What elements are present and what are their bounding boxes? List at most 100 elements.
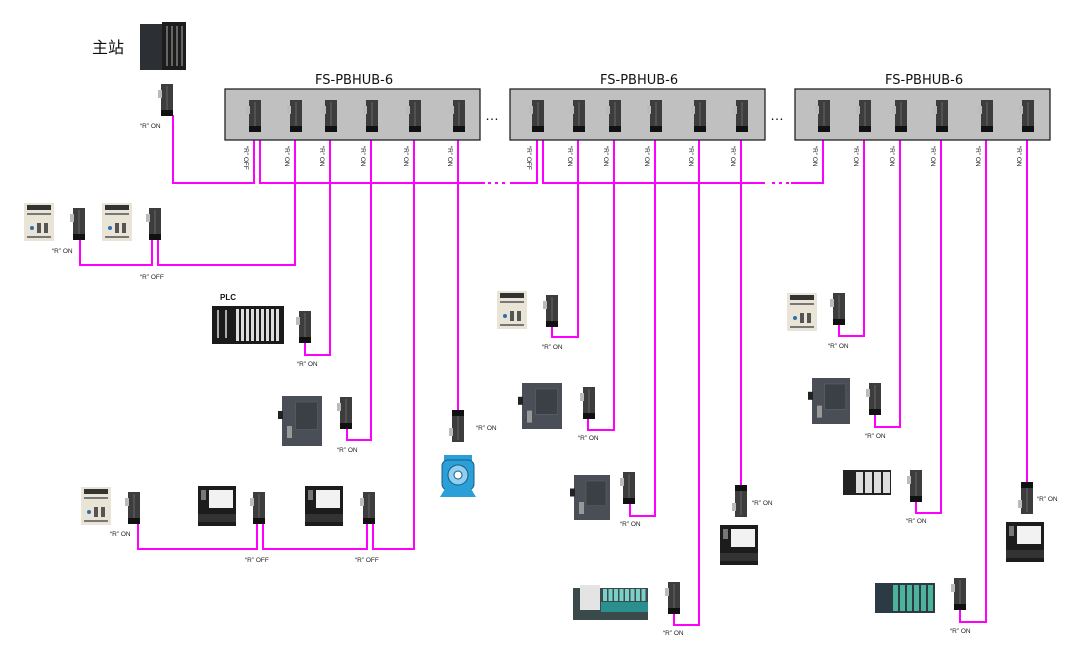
profibus-connector <box>363 100 378 132</box>
connector-pins <box>546 321 558 327</box>
relay-element <box>517 311 521 321</box>
module-screen <box>316 490 340 508</box>
et200-io-module <box>198 486 236 526</box>
motor-shaft <box>453 470 463 480</box>
profibus-connector <box>406 100 421 132</box>
hub-1-port-4-label: “R” ON <box>359 146 366 167</box>
connector-pins <box>818 126 830 132</box>
connector-pins <box>340 423 352 429</box>
rack-module <box>921 585 926 611</box>
rack-module <box>865 472 872 493</box>
profibus-connector <box>933 100 948 132</box>
et200s-station <box>573 585 648 620</box>
terminator-label: “R” ON <box>476 425 497 432</box>
module-connector <box>1009 526 1014 536</box>
station-module <box>603 589 607 601</box>
station-head <box>580 585 600 610</box>
connector-pins <box>583 413 595 419</box>
bus-cable <box>587 132 615 431</box>
hub-3-title: FS-PBHUB-6 <box>885 73 963 88</box>
cpu-port <box>287 426 292 438</box>
connector-screw <box>529 106 533 114</box>
connector-screw <box>647 106 651 114</box>
connector-screw <box>337 403 341 411</box>
bus-cable <box>915 132 942 514</box>
hub-2-port-4-label: “R” ON <box>643 146 650 167</box>
terminator-label: “R” OFF <box>355 557 379 564</box>
relay-terminals <box>105 236 129 238</box>
hub-ellipsis: … <box>770 107 784 123</box>
connector-screw <box>1018 500 1022 508</box>
bus-cable <box>157 132 296 266</box>
profibus-connector <box>570 100 585 132</box>
motor-icon <box>440 455 476 497</box>
connector-screw <box>606 106 610 114</box>
station-module <box>630 589 635 601</box>
backbone-cable <box>259 132 485 184</box>
profibus-connector <box>732 485 747 517</box>
hub-1-port-3-label: “R” ON <box>318 146 325 167</box>
hub-2-port-2-label: “R” ON <box>566 146 573 167</box>
rack-module <box>928 585 933 611</box>
profibus-connector <box>691 100 706 132</box>
connector-screw <box>978 106 982 114</box>
connector-screw <box>892 106 896 114</box>
terminator-label: “R” ON <box>542 344 563 351</box>
connector-pins <box>650 126 662 132</box>
hub-2-port-1-label: “R” OFF <box>525 146 532 170</box>
terminator-label: “R” ON <box>620 521 641 528</box>
cpu-clip <box>518 396 523 405</box>
relay-led <box>108 226 112 230</box>
profibus-connector <box>733 100 748 132</box>
s7-300-station <box>875 583 935 613</box>
terminator-label: “R” ON <box>140 123 161 130</box>
rack-slot <box>256 309 259 341</box>
cpu-cover <box>824 383 847 410</box>
cpu-slot <box>181 26 183 66</box>
cpu-slot <box>171 26 173 66</box>
rack-slot <box>271 309 274 341</box>
connector-screw <box>450 106 454 114</box>
module-connector <box>201 490 206 500</box>
module-connector <box>723 529 728 539</box>
profibus-connector <box>158 84 173 116</box>
connector-pins <box>936 126 948 132</box>
profibus-connector <box>856 100 871 132</box>
connector-screw <box>146 214 150 222</box>
hub-1-port-1-label: “R” OFF <box>242 146 249 170</box>
hub-3-port-5-label: “R” ON <box>974 146 981 167</box>
motor-top <box>444 455 472 461</box>
terminator-label: “R” ON <box>1037 496 1058 503</box>
et200-io-module <box>305 486 343 526</box>
connector-screw <box>691 106 695 114</box>
connector-pins <box>73 234 85 240</box>
relay-element <box>101 507 105 517</box>
cpu-cover <box>585 480 607 506</box>
terminator-label: “R” ON <box>663 630 684 637</box>
relay-module <box>102 203 132 241</box>
relay-element <box>800 313 804 323</box>
cpu-clip <box>278 411 283 419</box>
profibus-connector <box>322 100 337 132</box>
rack-module <box>883 472 890 493</box>
relay-terminals <box>27 236 51 238</box>
profibus-connector <box>337 397 352 429</box>
connector-screw <box>543 301 547 309</box>
master-cpu <box>140 22 186 70</box>
et200-io-module <box>720 525 758 565</box>
module-terminals <box>720 553 758 561</box>
profibus-connector <box>892 100 907 132</box>
profibus-connector <box>529 100 544 132</box>
hub-1-port-6-label: “R” ON <box>446 146 453 167</box>
connector-pins <box>253 518 265 524</box>
module-terminals <box>198 514 236 522</box>
connector-pins <box>161 110 173 116</box>
bus-cable <box>551 132 579 338</box>
s7-200-cpu <box>518 383 562 429</box>
connector-screw <box>580 393 584 401</box>
connector-pins <box>668 608 680 614</box>
relay-led <box>793 316 797 320</box>
cpu-clip <box>570 488 575 497</box>
connector-pins <box>833 319 845 325</box>
